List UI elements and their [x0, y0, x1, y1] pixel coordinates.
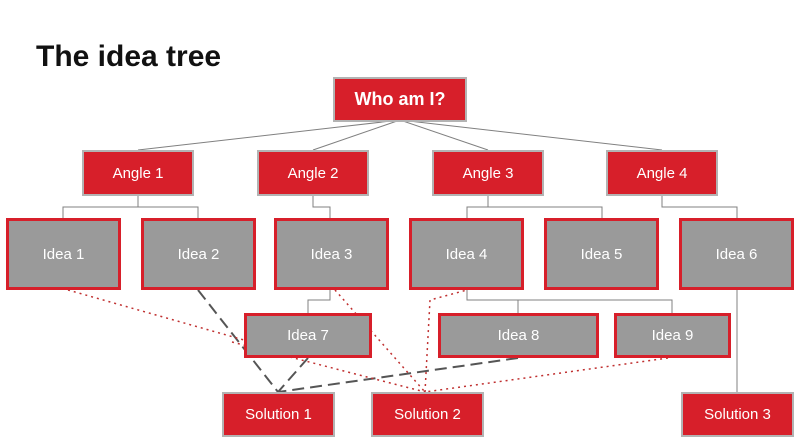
node-angle-4-label: Angle 4 — [636, 164, 688, 182]
node-idea-9-label: Idea 9 — [651, 327, 694, 344]
node-angle-1: Angle 1 — [82, 150, 194, 196]
node-idea-7: Idea 7 — [244, 313, 372, 358]
node-idea-6-label: Idea 6 — [715, 245, 758, 263]
node-angle-3: Angle 3 — [432, 150, 544, 196]
node-idea-2-label: Idea 2 — [177, 245, 220, 263]
node-idea-3-label: Idea 3 — [310, 245, 353, 263]
node-idea-5-label: Idea 5 — [580, 245, 623, 263]
node-idea-5: Idea 5 — [544, 218, 659, 290]
node-solution-2-label: Solution 2 — [394, 406, 461, 423]
node-idea-1: Idea 1 — [6, 218, 121, 290]
diagram-title: The idea tree — [36, 40, 222, 73]
node-idea-7-label: Idea 7 — [287, 327, 329, 344]
node-idea-3: Idea 3 — [274, 218, 389, 290]
node-angle-1-label: Angle 1 — [112, 164, 164, 182]
node-solution-1: Solution 1 — [222, 392, 335, 437]
node-idea-4: Idea 4 — [409, 218, 524, 290]
node-root: Who am I? — [333, 77, 467, 122]
dotted-links — [67, 289, 669, 393]
node-solution-3: Solution 3 — [681, 392, 794, 437]
node-idea-2: Idea 2 — [141, 218, 256, 290]
node-idea-6: Idea 6 — [679, 218, 794, 290]
node-idea-9: Idea 9 — [614, 313, 731, 358]
node-solution-2: Solution 2 — [371, 392, 484, 437]
node-angle-4: Angle 4 — [606, 150, 718, 196]
node-solution-3-label: Solution 3 — [704, 406, 771, 423]
node-angle-2-label: Angle 2 — [287, 164, 339, 182]
node-idea-8-label: Idea 8 — [497, 327, 540, 344]
node-angle-3-label: Angle 3 — [462, 164, 514, 182]
tree-connectors — [62, 119, 738, 392]
node-root-label: Who am I? — [354, 89, 446, 109]
node-solution-1-label: Solution 1 — [245, 406, 312, 423]
node-angle-2: Angle 2 — [257, 150, 369, 196]
dashed-links — [197, 289, 519, 393]
node-idea-8: Idea 8 — [438, 313, 599, 358]
node-idea-4-label: Idea 4 — [445, 245, 488, 263]
node-idea-1-label: Idea 1 — [42, 245, 85, 263]
